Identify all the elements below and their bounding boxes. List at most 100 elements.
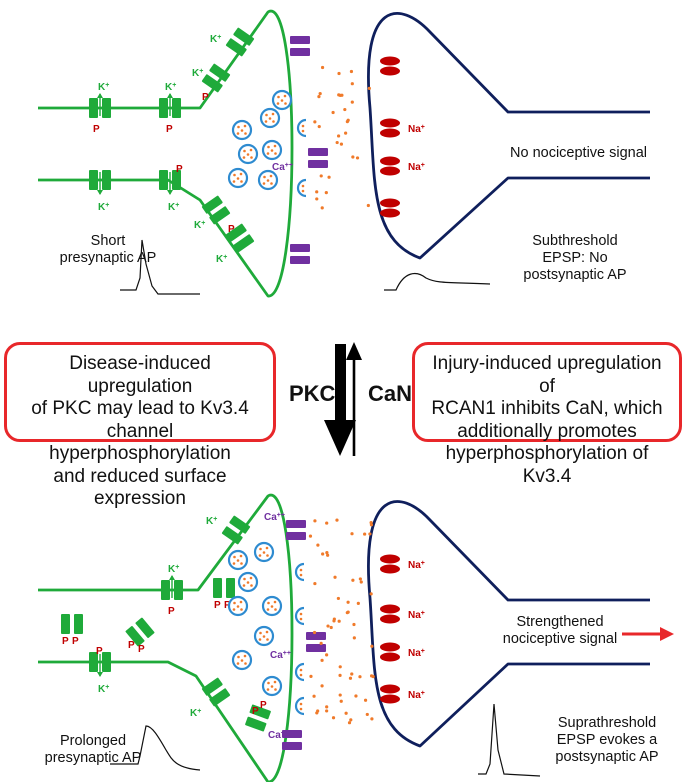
bottom-signal-label-line: nociceptive signal xyxy=(502,631,618,647)
potassium-ion-label-symbol: K xyxy=(165,82,173,93)
sodium-subunit xyxy=(380,166,400,176)
potassium-ion-label-symbol: K xyxy=(98,82,106,93)
calcium-channel xyxy=(286,520,306,540)
neurotransmitter-dot xyxy=(351,155,355,159)
neurotransmitter-dot xyxy=(240,562,243,565)
neurotransmitter-dot xyxy=(249,576,253,580)
kv34-subunit xyxy=(159,170,168,190)
neurotransmitter-dot xyxy=(370,717,374,721)
neurotransmitter-dot xyxy=(249,148,253,152)
rcan1-box-line: hyperphosphorylation of Kv3.4 xyxy=(445,443,649,487)
neurotransmitter-dot xyxy=(335,518,339,522)
neurotransmitter-dot xyxy=(280,99,284,102)
potassium-ion-label-symbol: K xyxy=(210,34,218,45)
docked-vesicle xyxy=(294,606,305,626)
neurotransmitter-dot xyxy=(335,140,339,145)
can-arrow-label: CaN xyxy=(368,381,413,406)
synaptic-vesicle xyxy=(227,595,249,617)
neurotransmitter-dot xyxy=(236,662,240,665)
neurotransmitter-dot xyxy=(262,635,266,638)
docked-vesicle xyxy=(296,178,307,198)
neurotransmitter-dot xyxy=(299,702,303,706)
kv34-subunit xyxy=(172,98,181,118)
kv34-subunit xyxy=(74,614,83,634)
bottom-presynaptic-label-line: presynaptic AP xyxy=(44,750,142,766)
calcium-ion-label-charge: ++ xyxy=(285,162,293,169)
synaptic-vesicle xyxy=(237,571,259,593)
sodium-subunit xyxy=(380,56,400,66)
potassium-ion-label: K+ xyxy=(168,564,179,576)
calcium-subunit xyxy=(282,730,302,738)
neurotransmitter-dot xyxy=(246,153,250,156)
kv34-subunit xyxy=(209,63,231,82)
potassium-ion-label: K+ xyxy=(98,684,109,696)
neurotransmitter-dot xyxy=(367,86,371,90)
synaptic-vesicle xyxy=(227,167,249,189)
sodium-ion-label: Na+ xyxy=(408,610,425,622)
kv34-channel xyxy=(225,27,255,57)
sodium-ion-label-symbol: Na xyxy=(408,162,421,173)
kv34-subunit xyxy=(161,580,170,600)
sodium-ion-label-charge: + xyxy=(421,124,425,131)
neurotransmitter-dot xyxy=(370,644,374,648)
sodium-channel xyxy=(380,684,400,704)
neurotransmitter-dot xyxy=(269,174,273,178)
neurotransmitter-dot xyxy=(272,120,275,123)
calcium-subunit xyxy=(290,244,310,252)
top-signal-label: No nociceptive signal xyxy=(510,145,648,161)
kv34-subunit xyxy=(102,98,111,118)
sodium-subunit xyxy=(380,614,400,624)
sodium-ion-label-charge: + xyxy=(421,690,425,697)
neurotransmitter-dot xyxy=(336,134,341,138)
neurotransmitter-dot xyxy=(346,118,350,122)
neurotransmitter-dot xyxy=(354,694,358,698)
neurotransmitter-dot xyxy=(274,608,277,611)
neurotransmitter-dot xyxy=(301,189,305,193)
neurotransmitter-dot xyxy=(344,131,348,135)
kv34-subunit xyxy=(125,626,145,647)
neurotransmitter-dot xyxy=(338,673,342,677)
potassium-ion-label-symbol: K xyxy=(216,254,224,265)
potassium-ion-label: K+ xyxy=(194,220,205,232)
kv34-channel xyxy=(89,652,111,677)
sodium-subunit xyxy=(380,156,400,166)
phospho-label: P xyxy=(214,600,221,611)
kv34-subunit xyxy=(229,515,251,534)
neurotransmitter-dot xyxy=(320,65,325,70)
phospho-label: P xyxy=(72,636,79,647)
synaptic-vesicle xyxy=(261,595,283,617)
potassium-ion-label: K+ xyxy=(210,34,221,46)
potassium-ion-label-symbol: K xyxy=(192,68,200,79)
neurotransmitter-dot xyxy=(338,693,342,697)
sodium-ion-label: Na+ xyxy=(408,124,425,136)
neurotransmitter-dot xyxy=(350,100,354,104)
neurotransmitter-dot xyxy=(313,120,317,124)
neurotransmitter-dot xyxy=(258,638,262,641)
neurotransmitter-dot xyxy=(273,144,277,148)
sodium-ion-label-symbol: Na xyxy=(408,648,421,659)
calcium-subunit xyxy=(306,644,326,652)
neurotransmitter-dot xyxy=(270,605,274,608)
neurotransmitter-dot xyxy=(350,672,354,676)
potassium-ion-label: K+ xyxy=(98,82,109,94)
sodium-subunit xyxy=(380,208,400,218)
neurotransmitter-dot xyxy=(240,659,244,662)
neurotransmitter-dot xyxy=(315,190,319,194)
kv34-subunit xyxy=(159,98,168,118)
calcium-ion-label-symbol: Ca xyxy=(268,730,281,741)
neurotransmitter-dot xyxy=(318,91,322,96)
k-flux-arrowhead xyxy=(97,93,103,98)
sodium-subunit xyxy=(380,684,400,694)
can-up-arrow-head xyxy=(346,342,362,360)
kv34-subunit xyxy=(89,170,98,190)
kv34-subunit xyxy=(226,578,235,598)
calcium-ion-label-charge: ++ xyxy=(277,512,285,519)
potassium-ion-label: K+ xyxy=(192,68,203,80)
kv34-subunit xyxy=(209,688,231,707)
top-postsynaptic-label: Subthreshold EPSP: No postsynaptic AP xyxy=(500,233,650,284)
synaptic-vesicle xyxy=(271,89,293,111)
neurotransmitter-dot xyxy=(326,553,330,557)
neurotransmitter-dot xyxy=(243,654,247,658)
bottom-postsynaptic-label: Suprathreshold EPSP evokes a postsynapti… xyxy=(532,715,682,766)
